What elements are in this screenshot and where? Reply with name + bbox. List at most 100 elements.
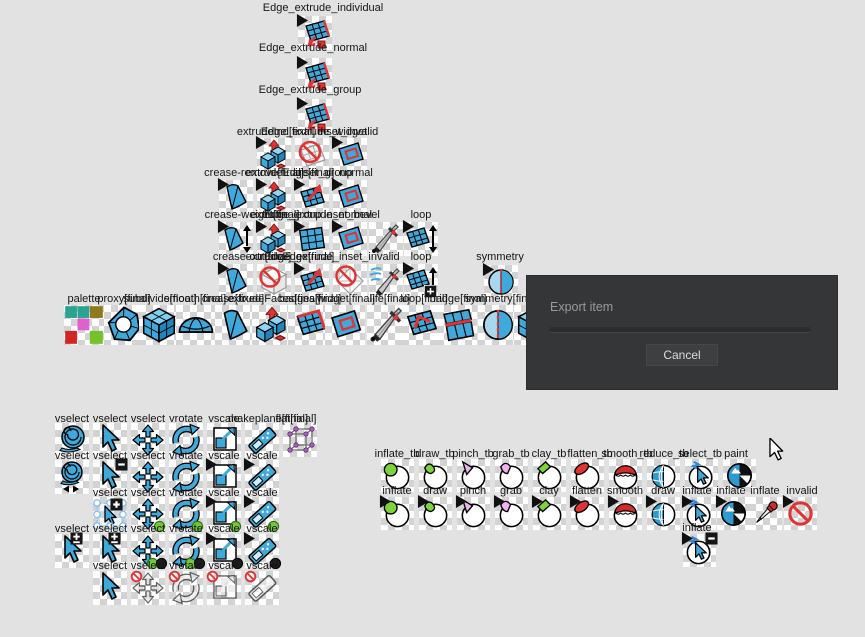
smooth-dome-icon[interactable] — [176, 305, 216, 345]
vscale-disabled-icon[interactable] — [207, 571, 241, 605]
inset-icon[interactable] — [333, 138, 367, 172]
invalid-icon[interactable] — [784, 497, 817, 530]
edge-extrude-normal-icon[interactable] — [298, 58, 332, 92]
vselect-cursor-pm-icon[interactable] — [55, 534, 89, 568]
inset-icon[interactable] — [333, 180, 367, 214]
paint-tb-icon[interactable] — [723, 459, 756, 492]
inflate-select-minus-icon[interactable] — [683, 534, 716, 567]
crease-fold-arrows-icon[interactable] — [219, 222, 253, 256]
select-tb-icon[interactable] — [685, 459, 718, 492]
icon-label: extrudeEdge[final] — [245, 251, 335, 263]
loop-path-icon[interactable] — [402, 305, 442, 345]
vselect-move-icon[interactable] — [131, 423, 165, 457]
vscale-icon[interactable] — [207, 497, 241, 531]
inset-icon[interactable] — [333, 222, 367, 256]
vselect-cursor-icon[interactable] — [93, 571, 127, 605]
symmetry-icon[interactable] — [484, 265, 518, 299]
vscale-ruler-disabled-icon[interactable] — [245, 571, 279, 605]
vrotate-icon[interactable] — [169, 460, 203, 494]
subdivide-cube-icon-glyph — [139, 305, 179, 345]
smooth-dome-icon-glyph — [176, 305, 216, 345]
edge-extrude-group-icon[interactable] — [298, 99, 332, 133]
extrude-cubes-icon[interactable] — [257, 180, 291, 214]
loop-grid-icon[interactable] — [404, 222, 438, 256]
icon-label: makeplane[final] — [227, 413, 309, 425]
vselect-move-icon[interactable] — [131, 534, 165, 568]
clay-icon[interactable] — [533, 497, 566, 530]
crease-fold-icon[interactable] — [219, 180, 253, 214]
icon-label: Edge_extrude_inset_invalid — [264, 251, 400, 263]
draw-icon[interactable] — [419, 497, 452, 530]
flatten-tb-icon[interactable] — [571, 459, 604, 492]
vscale-ruler-icon[interactable] — [245, 534, 279, 568]
vselect-cursor-icon[interactable] — [93, 423, 127, 457]
inflate-paint-icon[interactable] — [717, 497, 750, 530]
reduce-icon[interactable] — [647, 497, 680, 530]
extrude-grid-icon[interactable] — [295, 264, 329, 298]
icon-label: vselect — [130, 523, 166, 535]
extrude-faces-icon[interactable] — [252, 305, 292, 345]
invalid-cube-icon[interactable] — [257, 264, 291, 298]
clay-tb-icon[interactable] — [533, 459, 566, 492]
sword-fast-icon[interactable] — [369, 264, 403, 298]
vscale-icon[interactable] — [207, 534, 241, 568]
palette-icon[interactable] — [64, 305, 104, 345]
subdivide-cube-icon[interactable] — [139, 305, 179, 345]
inflate-dropper-icon[interactable] — [749, 497, 782, 530]
play-badge-icon — [217, 178, 230, 191]
invalid-pyramid-icon[interactable] — [333, 264, 367, 298]
life-sword-icon[interactable] — [367, 305, 407, 345]
pinch-tb-icon[interactable] — [457, 459, 490, 492]
extrude-grid-icon[interactable] — [295, 180, 329, 214]
flatten-icon[interactable] — [571, 497, 604, 530]
pinch-icon[interactable] — [457, 497, 490, 530]
badges-grid-icon[interactable] — [288, 305, 328, 345]
vrotate-icon[interactable] — [169, 423, 203, 457]
vselect-cursor-pm-icon[interactable] — [93, 534, 127, 568]
makeplane-icon[interactable] — [283, 423, 317, 457]
vselect-snail-icon[interactable] — [55, 423, 89, 457]
vscale-ruler-icon[interactable] — [245, 460, 279, 494]
vscale-ruler-icon[interactable] — [245, 423, 279, 457]
grab-icon[interactable] — [495, 497, 528, 530]
vrotate-icon[interactable] — [169, 497, 203, 531]
vscale-ruler-icon[interactable] — [245, 497, 279, 531]
vselect-move-disabled-icon[interactable] — [131, 571, 165, 605]
sword-icon[interactable] — [369, 222, 403, 256]
edge-extrude-individual-icon[interactable] — [298, 16, 332, 50]
icon-label: inflate_tb — [374, 448, 420, 460]
vselect-snail-move-icon[interactable] — [55, 460, 89, 494]
proxy-icon[interactable] — [104, 305, 144, 345]
vrotate-disabled-icon[interactable] — [169, 571, 203, 605]
plus-badge-icon[interactable] — [424, 285, 437, 298]
subdivide-grid-icon[interactable] — [295, 222, 329, 256]
bridge-icon[interactable] — [437, 305, 477, 345]
extrude-cubes-icon[interactable] — [257, 138, 291, 172]
vrotate-icon[interactable] — [169, 534, 203, 568]
reduce-tb-icon[interactable] — [647, 459, 680, 492]
vscale-icon[interactable] — [207, 460, 241, 494]
cancel-button[interactable]: Cancel — [646, 344, 718, 366]
symmetry-final-icon[interactable] — [478, 305, 518, 345]
vselect-move-icon[interactable] — [131, 497, 165, 531]
vselect-marquee-icon[interactable] — [93, 497, 127, 531]
widget-inset-icon[interactable] — [325, 305, 365, 345]
inflate-select-icon[interactable] — [683, 497, 716, 530]
crease-fold-icon[interactable] — [219, 264, 253, 298]
vscale-icon[interactable] — [207, 423, 241, 457]
smooth-tb-icon[interactable] — [609, 459, 642, 492]
extrude-cubes-icon[interactable] — [257, 222, 291, 256]
inflate-tb-icon[interactable] — [381, 459, 414, 492]
vselect-move-icon[interactable] — [131, 460, 165, 494]
grab-tb-icon[interactable] — [495, 459, 528, 492]
invalid-grid-icon[interactable] — [295, 138, 329, 172]
vselect-cursor-minus-icon[interactable] — [93, 460, 127, 494]
inflate-icon[interactable] — [381, 497, 414, 530]
icon-label: inflate — [682, 522, 712, 534]
draw-tb-icon[interactable] — [419, 459, 452, 492]
icon-label: extrudeFaces[final] — [227, 293, 321, 305]
icon-label: loop — [410, 209, 432, 221]
crease-fold-icon[interactable] — [215, 305, 255, 345]
play-badge-icon — [255, 178, 268, 191]
smooth-icon[interactable] — [609, 497, 642, 530]
